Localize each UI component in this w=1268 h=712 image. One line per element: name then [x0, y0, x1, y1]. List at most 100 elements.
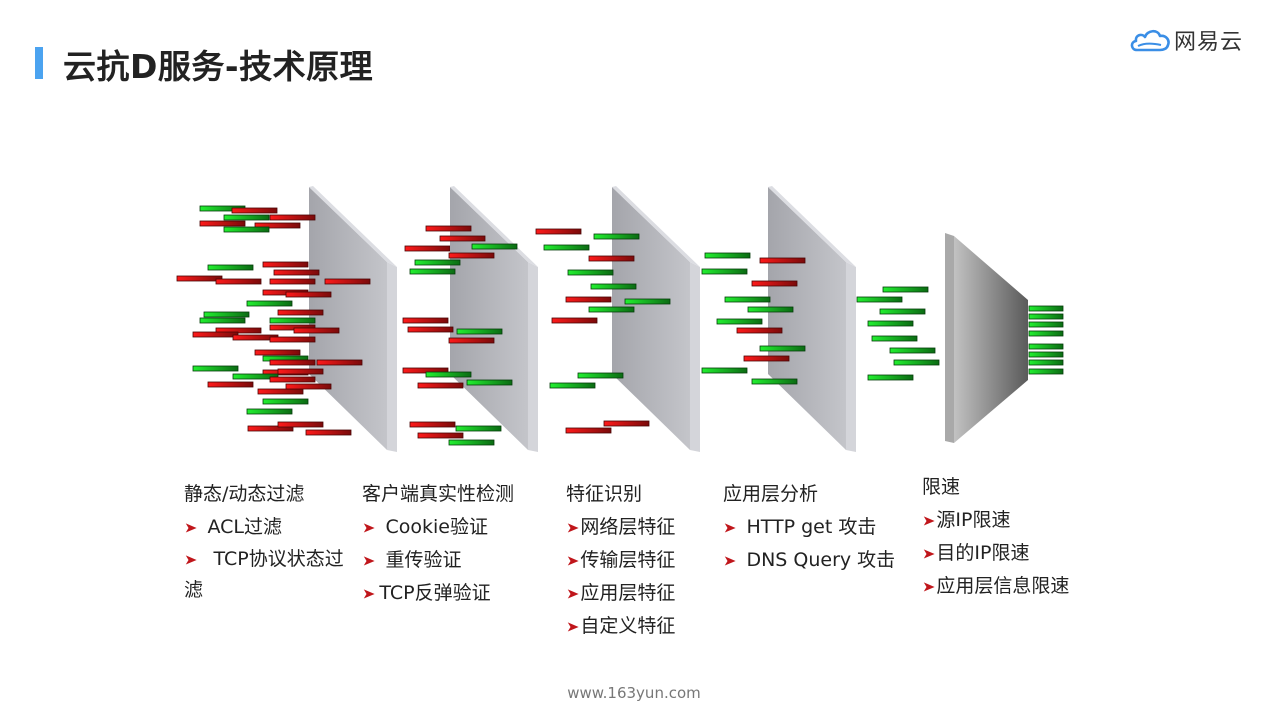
- blocked-packet-bar: [285, 383, 332, 390]
- legit-packet-bar: [588, 306, 635, 313]
- stage-item: ➤ Cookie验证: [362, 511, 514, 544]
- stage-item: ➤网络层特征: [566, 511, 675, 544]
- stage-item: ➤ HTTP get 攻击: [723, 511, 895, 544]
- legit-packet-bar: [867, 320, 914, 327]
- arrow-bullet-icon: ➤: [566, 584, 580, 603]
- blocked-packet-bar: [273, 269, 320, 276]
- legit-packet-bar: [1028, 351, 1064, 358]
- funnel-edge: [945, 233, 954, 443]
- panel-edge: [528, 262, 538, 452]
- stage-client-check-column: 客户端真实性检测 ➤ Cookie验证 ➤ 重传验证 ➤TCP反弹验证: [362, 478, 514, 610]
- arrow-bullet-icon: ➤: [922, 544, 936, 563]
- legit-packet-bar: [882, 286, 929, 293]
- blocked-packet-bar: [254, 349, 301, 356]
- legit-packet-bar: [232, 373, 279, 380]
- blocked-packet-bar: [316, 359, 363, 366]
- stage-item: ➤自定义特征: [566, 610, 675, 643]
- stage-item: ➤TCP反弹验证: [362, 577, 514, 610]
- legit-packet-bar: [409, 268, 456, 275]
- blocked-packet-bar: [257, 388, 304, 395]
- blocked-packet-bar: [277, 421, 324, 428]
- legit-packet-bar: [577, 372, 624, 379]
- legit-packet-bar: [1028, 305, 1064, 312]
- legit-packet-bar: [199, 317, 246, 324]
- legit-packet-bar: [701, 268, 748, 275]
- stage-heading: 应用层分析: [723, 483, 819, 505]
- blocked-packet-bar: [269, 324, 316, 331]
- legit-packet-bar: [543, 244, 590, 251]
- blocked-packet-bar: [448, 252, 495, 259]
- panel-face: [768, 187, 846, 450]
- legit-packet-bar: [223, 214, 270, 221]
- blocked-packet-bar: [207, 381, 254, 388]
- legit-packet-bar: [871, 335, 918, 342]
- panel-edge: [846, 262, 856, 452]
- blocked-packet-bar: [277, 368, 324, 375]
- legit-packet-bar: [590, 283, 637, 290]
- arrow-bullet-icon: ➤: [723, 518, 737, 537]
- legit-packet-bar: [704, 252, 751, 259]
- legit-packet-bar: [751, 378, 798, 385]
- brand-logo: 网易云: [1128, 26, 1243, 55]
- panel-bevel: [309, 186, 397, 267]
- stage-item: ➤应用层特征: [566, 577, 675, 610]
- blocked-packet-bar: [743, 355, 790, 362]
- blocked-packet-bar: [409, 421, 456, 428]
- legit-packet-bar: [624, 298, 671, 305]
- stage-item: ➤ 重传验证: [362, 544, 514, 577]
- arrow-bullet-icon: ➤: [723, 551, 737, 570]
- legit-packet-bar: [1028, 321, 1064, 328]
- legit-packet-bar: [466, 379, 513, 386]
- blocked-packet-bar: [439, 235, 486, 242]
- legit-packet-bar: [701, 367, 748, 374]
- legit-packet-bar: [716, 318, 763, 325]
- legit-packet-bar: [1028, 359, 1064, 366]
- blocked-packet-bar: [324, 278, 371, 285]
- filter-panel-app-layer: [768, 186, 856, 452]
- stage-heading: 特征识别: [566, 483, 643, 505]
- legit-packet-bar: [223, 226, 270, 233]
- legit-packet-bar: [246, 408, 293, 415]
- blocked-packet-bar: [231, 207, 278, 214]
- legit-packet-bar: [593, 233, 640, 240]
- arrow-bullet-icon: ➤: [566, 551, 580, 570]
- blocked-packet-bar: [305, 429, 352, 436]
- blocked-packet-bar: [448, 337, 495, 344]
- blocked-packet-bar: [176, 275, 223, 282]
- stage-heading: 客户端真实性检测: [362, 483, 515, 505]
- arrow-bullet-icon: ➤: [566, 518, 580, 537]
- legit-packet-bar: [1028, 313, 1064, 320]
- stage-rate-limit-column: 限速 ➤源IP限速 ➤目的IP限速 ➤应用层信息限速: [922, 471, 1069, 603]
- blocked-packet-bar: [262, 261, 309, 268]
- blocked-packet-bar: [417, 382, 464, 389]
- blocked-packet-bar: [293, 327, 340, 334]
- page-title: 云抗D服务-技术原理: [63, 47, 374, 86]
- blocked-packet-bar: [277, 309, 324, 316]
- legit-packet-bar: [455, 425, 502, 432]
- stage-heading: 静态/动态过滤: [184, 483, 305, 505]
- stage-heading: 限速: [922, 476, 961, 498]
- blocked-packet-bar: [759, 257, 806, 264]
- blocked-packet-bar: [751, 280, 798, 287]
- arrow-bullet-icon: ➤: [362, 518, 376, 537]
- blocked-packet-bar: [603, 420, 650, 427]
- blocked-packet-bar: [417, 432, 464, 439]
- blocked-packet-bar: [247, 425, 294, 432]
- legit-packet-bar: [747, 306, 794, 313]
- title-accent-bar: [35, 47, 43, 79]
- blocked-packet-bar: [215, 327, 262, 334]
- legit-packet-bar: [456, 328, 503, 335]
- panel-edge: [387, 262, 397, 452]
- legit-packet-bar: [414, 259, 461, 266]
- legit-packet-bar: [192, 365, 239, 372]
- arrow-bullet-icon: ➤: [362, 584, 376, 603]
- arrow-bullet-icon: ➤: [184, 518, 198, 537]
- blocked-packet-bar: [285, 291, 332, 298]
- legit-packet-bar: [759, 345, 806, 352]
- rate-limit-funnel: [945, 233, 1028, 443]
- blocked-packet-bar: [588, 255, 635, 262]
- stage-item: ➤目的IP限速: [922, 537, 1069, 570]
- legit-packet-bar: [567, 269, 614, 276]
- funnel-face: [954, 236, 1028, 443]
